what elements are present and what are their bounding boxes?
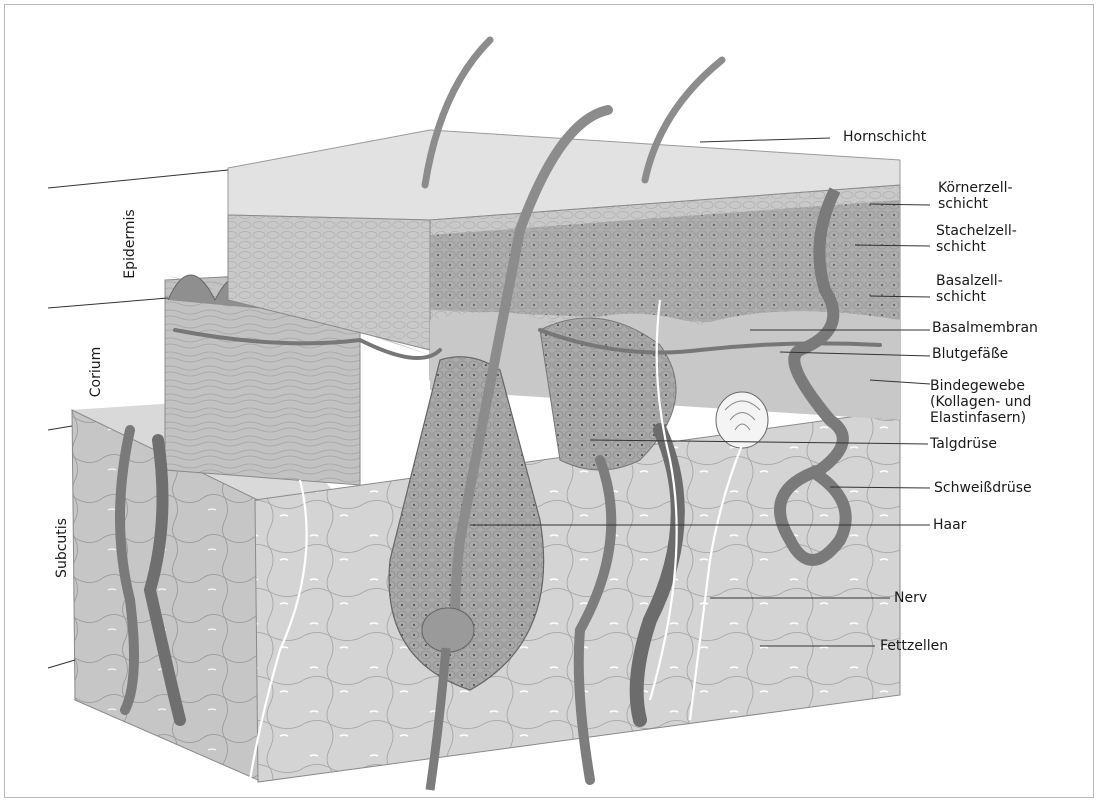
label-haar: Haar xyxy=(933,517,966,533)
label-talgdruese: Talgdrüse xyxy=(930,436,997,452)
label-nerv: Nerv xyxy=(894,590,927,606)
label-stachelzellschicht: Stachelzell- schicht xyxy=(936,223,1017,255)
label-basalzellschicht: Basalzell- schicht xyxy=(936,273,1003,305)
label-basalmembran: Basalmembran xyxy=(932,320,1038,336)
label-blutgefaesse: Blutgefäße xyxy=(932,346,1008,362)
label-fettzellen: Fettzellen xyxy=(880,638,948,654)
layer-label-corium: Corium xyxy=(88,347,104,398)
layer-label-epidermis: Epidermis xyxy=(122,209,138,278)
label-koernerzellschicht: Körnerzell- schicht xyxy=(938,180,1013,212)
label-bindegewebe: Bindegewebe (Kollagen- und Elastinfasern… xyxy=(930,378,1031,426)
sebaceous-gland xyxy=(716,392,768,448)
label-schweissdruese: Schweißdrüse xyxy=(934,480,1032,496)
label-hornschicht: Hornschicht xyxy=(843,129,926,145)
layer-label-subcutis: Subcutis xyxy=(54,518,70,578)
